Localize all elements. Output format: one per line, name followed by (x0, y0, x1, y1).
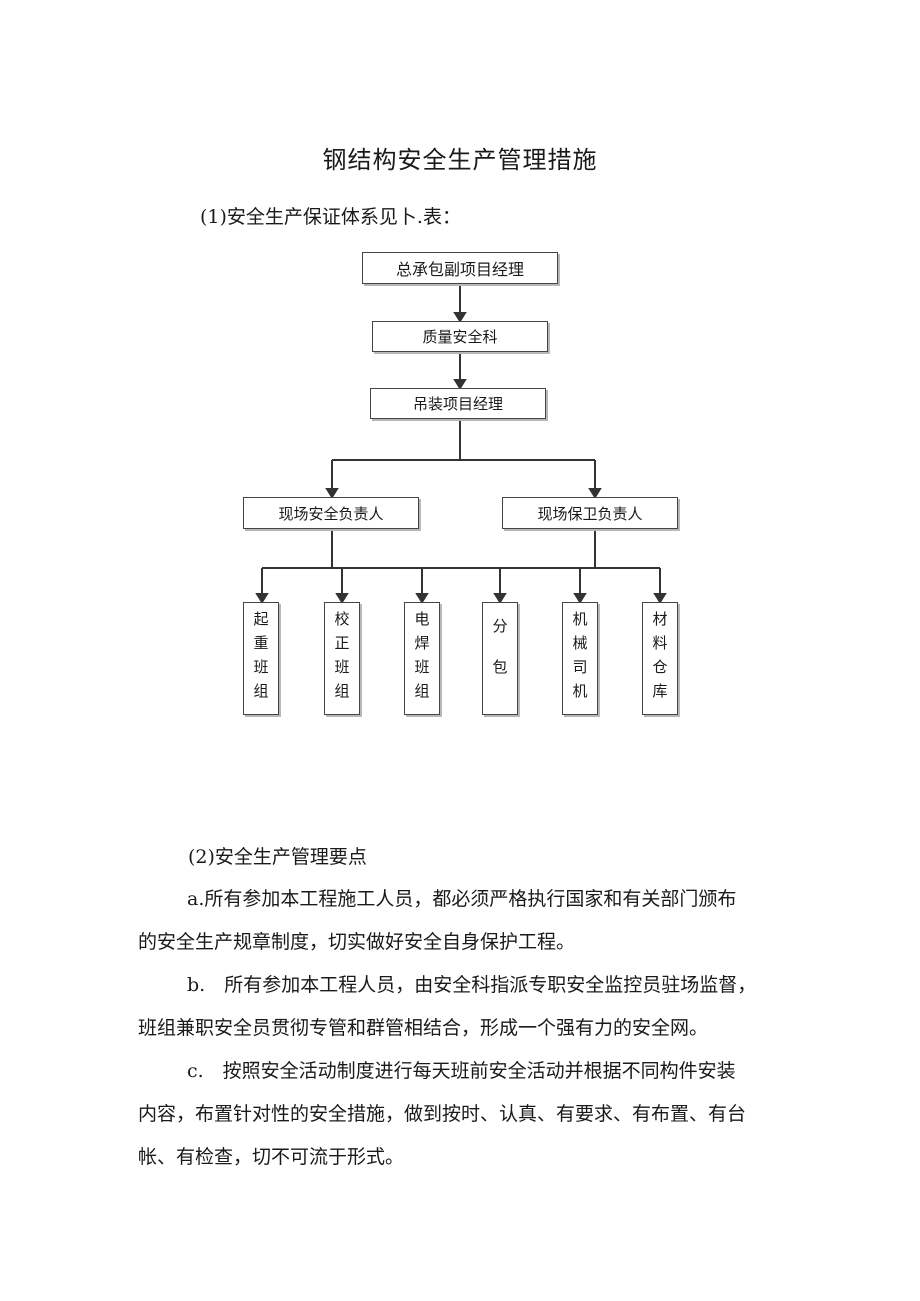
arrow-head-icon (255, 593, 269, 604)
org-box-team: 校正班组 (324, 602, 360, 715)
paragraph-line: b. 所有参加本工程人员，由安全科指派专职安全监控员驻场监督， (187, 974, 757, 996)
section2-heading: (2)安全生产管理要点 (188, 846, 367, 868)
org-box-quality-safety: 质量安全科 (372, 321, 548, 352)
arrow-head-icon (453, 312, 467, 323)
paragraph-line: a.所有参加本工程施工人员，都必须严格执行国家和有关部门颁布 (187, 888, 737, 910)
arrow-head-icon (453, 379, 467, 390)
paragraph-line: 的安全生产规章制度，切实做好安全自身保护工程。 (138, 931, 576, 953)
paragraph-line: 帐、有检查，切不可流于形式。 (138, 1146, 405, 1168)
section1-heading: (1)安全生产保证体系见卜.表： (200, 206, 461, 228)
paragraph-line: 班组兼职安全员贯彻专管和群管相结合，形成一个强有力的安全网。 (138, 1017, 709, 1039)
arrow-head-icon (573, 593, 587, 604)
org-box-team: 机械司机 (562, 602, 598, 715)
arrow-head-icon (335, 593, 349, 604)
org-box-deputy-manager: 总承包副项目经理 (362, 252, 558, 284)
arrow-head-icon (415, 593, 429, 604)
org-box-team: 分包 (482, 602, 518, 715)
arrow-head-icon (325, 488, 339, 499)
arrow-head-icon (588, 488, 602, 499)
org-box-site-safety: 现场安全负责人 (243, 497, 419, 529)
paragraph-line: c. 按照安全活动制度进行每天班前安全活动并根据不同构件安装 (187, 1060, 736, 1082)
arrow-head-icon (493, 593, 507, 604)
org-chart-connectors (255, 284, 667, 604)
paragraph-line: 内容，布置针对性的安全措施，做到按时、认真、有要求、有布置、有台 (138, 1103, 747, 1125)
org-box-team: 起重班组 (243, 602, 279, 715)
org-box-team: 材料仓库 (642, 602, 678, 715)
arrow-head-icon (653, 593, 667, 604)
org-box-site-security: 现场保卫负责人 (502, 497, 678, 529)
org-box-hoisting-manager: 吊装项目经理 (370, 388, 546, 419)
org-box-team: 电焊班组 (404, 602, 440, 715)
document-title: 钢结构安全生产管理措施 (322, 146, 598, 174)
